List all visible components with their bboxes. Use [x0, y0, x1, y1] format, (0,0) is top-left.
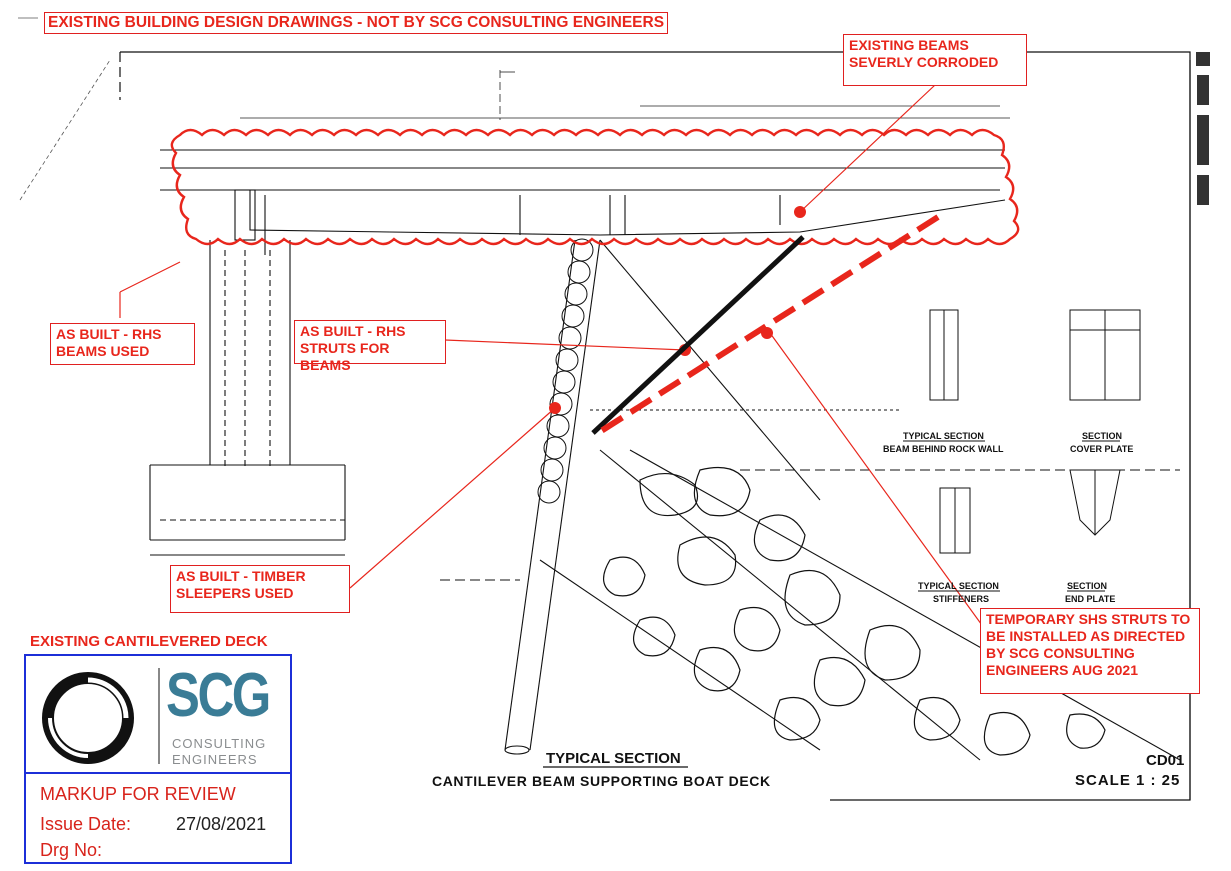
leader-lines: [119, 84, 1001, 651]
callout-rhs-struts: AS BUILT - RHS STRUTS FOR BEAMS: [294, 320, 446, 373]
callout-line: AS BUILT - RHS: [300, 323, 406, 339]
existing-drawings-note: EXISTING BUILDING DESIGN DRAWINGS - NOT …: [44, 12, 669, 34]
cantilever-beam: [160, 149, 1006, 255]
as-built-rhs-strut: [591, 235, 805, 435]
drawing-scale: SCALE 1 : 25: [1075, 772, 1181, 789]
drg-no-label: Drg No:: [40, 840, 103, 860]
logo-line2: ENGINEERS: [172, 752, 258, 767]
revision-cloud: [170, 128, 1020, 246]
sheet-number: CD01: [1146, 752, 1185, 769]
corner-hatch: [18, 17, 111, 201]
timber-sleepers: [537, 238, 594, 504]
callout-line: SEVERLY CORRODED: [849, 54, 999, 70]
callout-temp-struts: TEMPORARY SHS STRUTS TO BE INSTALLED AS …: [980, 608, 1200, 694]
detail1-title: TYPICAL SECTION: [903, 431, 984, 441]
logo-box: SCG CONSULTING ENGINEERS: [24, 654, 292, 774]
deck-label: EXISTING CANTILEVERED DECK: [30, 633, 268, 650]
callout-line: AS BUILT - TIMBER: [176, 568, 306, 584]
detail-sections: [929, 309, 1141, 554]
detail4-subtitle: END PLATE: [1065, 594, 1116, 604]
callout-line: BE INSTALLED AS DIRECTED: [986, 628, 1186, 644]
detail3-title: TYPICAL SECTION: [918, 581, 999, 591]
logo-mark: SCG: [166, 661, 271, 730]
detail2-title: SECTION: [1082, 431, 1123, 441]
callout-line: TEMPORARY SHS STRUTS TO: [986, 611, 1191, 627]
issue-date-value: 27/08/2021: [176, 814, 267, 834]
callout-beams-corroded: EXISTING BEAMS SEVERLY CORRODED: [843, 34, 1027, 86]
callout-rhs-beams: AS BUILT - RHS BEAMS USED: [50, 323, 195, 365]
top-dimensions: [240, 70, 1010, 120]
main-section-title: TYPICAL SECTION: [546, 750, 681, 767]
callout-line: ENGINEERS AUG 2021: [986, 662, 1138, 678]
retaining-wall: [149, 240, 346, 556]
detail2-subtitle: COVER PLATE: [1070, 444, 1134, 454]
callout-line: BY SCG CONSULTING: [986, 645, 1135, 661]
main-section-subtitle: CANTILEVER BEAM SUPPORTING BOAT DECK: [432, 773, 771, 789]
callout-line: AS BUILT - RHS: [56, 326, 162, 342]
detail3-subtitle: STIFFENERS: [933, 594, 990, 604]
title-strip: [1196, 52, 1210, 205]
rock-armour: [603, 466, 1106, 756]
temporary-shs-strut: [596, 214, 940, 436]
callout-line: SLEEPERS USED: [176, 585, 294, 601]
callout-timber-sleepers: AS BUILT - TIMBER SLEEPERS USED: [170, 565, 350, 613]
logo-line1: CONSULTING: [172, 736, 267, 751]
markup-title: MARKUP FOR REVIEW: [40, 784, 236, 804]
callout-line: BEAMS USED: [56, 343, 150, 359]
detail4-title: SECTION: [1067, 581, 1108, 591]
logo-ring-icon: [42, 672, 134, 764]
callout-line: STRUTS FOR BEAMS: [300, 340, 390, 373]
markup-box: MARKUP FOR REVIEW Issue Date: 27/08/2021…: [24, 772, 292, 864]
logo-divider: [158, 668, 160, 764]
detail1-subtitle: BEAM BEHIND ROCK WALL: [883, 444, 1004, 454]
issue-date-label: Issue Date:: [40, 814, 132, 834]
callout-line: EXISTING BEAMS: [849, 37, 969, 53]
